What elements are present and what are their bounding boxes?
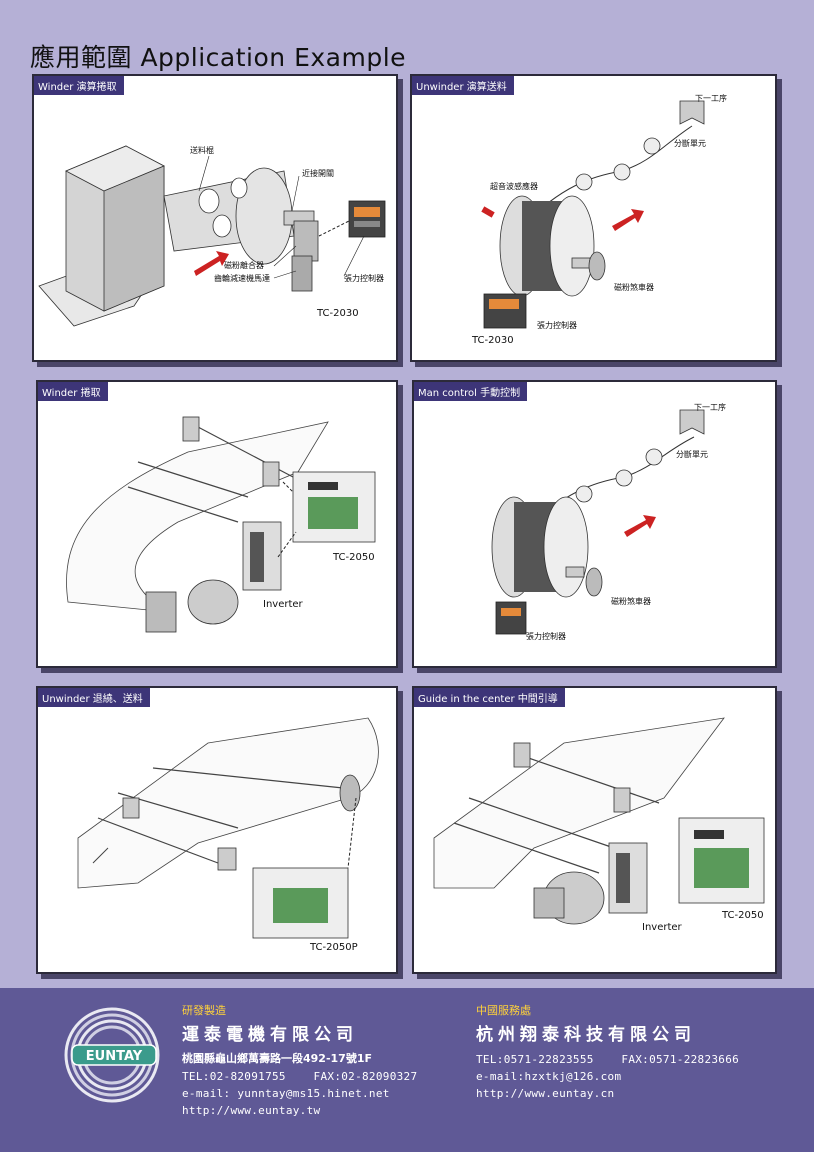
panel-winder-calc: 送料棍 近接開關 磁粉離合器 齒輪減速機馬達 張力控制器 TC-2030 Win… xyxy=(32,74,398,362)
panel-winder: TC-2050 Inverter Winder 捲取 xyxy=(36,380,398,668)
company-right-name: 杭州翔泰科技有限公司 xyxy=(476,1025,696,1045)
callout-tension-controller: 張力控制器 xyxy=(537,320,577,330)
callout-magnetic-brake: 磁粉煞車器 xyxy=(614,282,654,292)
company-left-phones: TEL:02-82091755 FAX:02-82090327 xyxy=(182,1070,452,1083)
callout-feed-roller: 送料棍 xyxy=(190,145,214,155)
company-right-fax: FAX:0571-22823666 xyxy=(621,1053,740,1066)
panel-unwinder-feed: TC-2050P Unwinder 退繞、送料 xyxy=(36,686,398,974)
guide-center-diagram: TC-2050 Inverter xyxy=(433,717,765,933)
callout-tension-controller: 張力控制器 xyxy=(526,631,566,641)
callout-inverter: Inverter xyxy=(263,599,304,610)
panel-label: Unwinder 退繞、送料 xyxy=(38,688,150,707)
unwinder-calc-diagram: 下一工序 分斷單元 超音波感應器 磁粉煞車器 張力控制器 TC-2030 xyxy=(471,93,727,346)
callout-proximity-switch: 近接開關 xyxy=(302,168,334,178)
callout-magnetic-brake: 磁粉煞車器 xyxy=(611,596,651,606)
model-label: TC-2050P xyxy=(309,942,358,953)
model-label: TC-2030 xyxy=(471,335,514,346)
panel-unwinder-calc: 下一工序 分斷單元 超音波感應器 磁粉煞車器 張力控制器 TC-2030 Unw… xyxy=(410,74,777,362)
company-right-url[interactable]: http://www.euntay.cn xyxy=(476,1087,615,1100)
company-left-email[interactable]: e-mail: yunntay@ms15.hinet.net xyxy=(182,1087,390,1100)
unwinder-feed-diagram: TC-2050P xyxy=(77,717,379,953)
model-label: TC-2050 xyxy=(721,910,764,921)
callout-next-process: 下一工序 xyxy=(695,93,727,103)
company-left-url[interactable]: http://www.euntay.tw xyxy=(182,1104,321,1117)
company-right-phones: TEL:0571-22823555 FAX:0571-22823666 xyxy=(476,1053,776,1066)
company-left-address: 桃園縣龜山鄉萬壽路一段492-17號1F xyxy=(182,1052,373,1065)
panel-label: Guide in the center 中間引導 xyxy=(414,688,565,707)
callout-inverter: Inverter xyxy=(642,922,683,933)
callout-cutting-unit: 分斷單元 xyxy=(676,449,708,459)
callout-magnetic-clutch: 磁粉離合器 xyxy=(224,260,264,270)
panel-man-control: 下一工序 分斷單元 磁粉煞車器 張力控制器 Man control 手動控制 xyxy=(412,380,777,668)
callout-ultrasonic-sensor: 超音波感應器 xyxy=(490,181,538,191)
winder-diagram: TC-2050 Inverter xyxy=(66,416,376,633)
company-left: 研發製造 運泰電機有限公司 桃園縣龜山鄉萬壽路一段492-17號1F TEL:0… xyxy=(182,1002,452,1117)
company-right-email[interactable]: e-mail:hzxtkj@126.com xyxy=(476,1070,622,1083)
company-left-fax: FAX:02-82090327 xyxy=(313,1070,418,1083)
callout-tension-controller: 張力控制器 xyxy=(344,273,384,283)
page-title: 應用範圍 Application Example xyxy=(30,43,407,72)
winder-calc-diagram: 送料棍 近接開關 磁粉離合器 齒輪減速機馬達 張力控制器 TC-2030 xyxy=(38,145,386,327)
callout-next-process: 下一工序 xyxy=(694,402,726,412)
company-right-heading: 中國服務處 xyxy=(476,1004,531,1017)
company-right-tel: TEL:0571-22823555 xyxy=(476,1053,594,1066)
company-left-heading: 研發製造 xyxy=(182,1004,226,1017)
callout-cutting-unit: 分斷單元 xyxy=(674,138,706,148)
svg-text:EUNTAY: EUNTAY xyxy=(86,1049,143,1064)
company-left-name: 運泰電機有限公司 xyxy=(182,1025,358,1045)
model-label: TC-2030 xyxy=(316,308,359,319)
model-label: TC-2050 xyxy=(332,552,375,563)
panel-label: Unwinder 演算送料 xyxy=(412,76,514,95)
panel-label: Man control 手動控制 xyxy=(414,382,528,401)
man-control-diagram: 下一工序 分斷單元 磁粉煞車器 張力控制器 xyxy=(491,402,726,641)
company-right: 中國服務處 杭州翔泰科技有限公司 TEL:0571-22823555 FAX:0… xyxy=(476,1002,776,1100)
company-left-tel: TEL:02-82091755 xyxy=(182,1070,286,1083)
panel-label: Winder 演算捲取 xyxy=(34,76,124,95)
callout-gear-motor: 齒輪減速機馬達 xyxy=(214,273,270,283)
panel-guide-center: TC-2050 Inverter Guide in the center 中間引… xyxy=(412,686,777,974)
euntay-logo: EUNTAY xyxy=(64,1007,160,1103)
panel-label: Winder 捲取 xyxy=(38,382,108,401)
